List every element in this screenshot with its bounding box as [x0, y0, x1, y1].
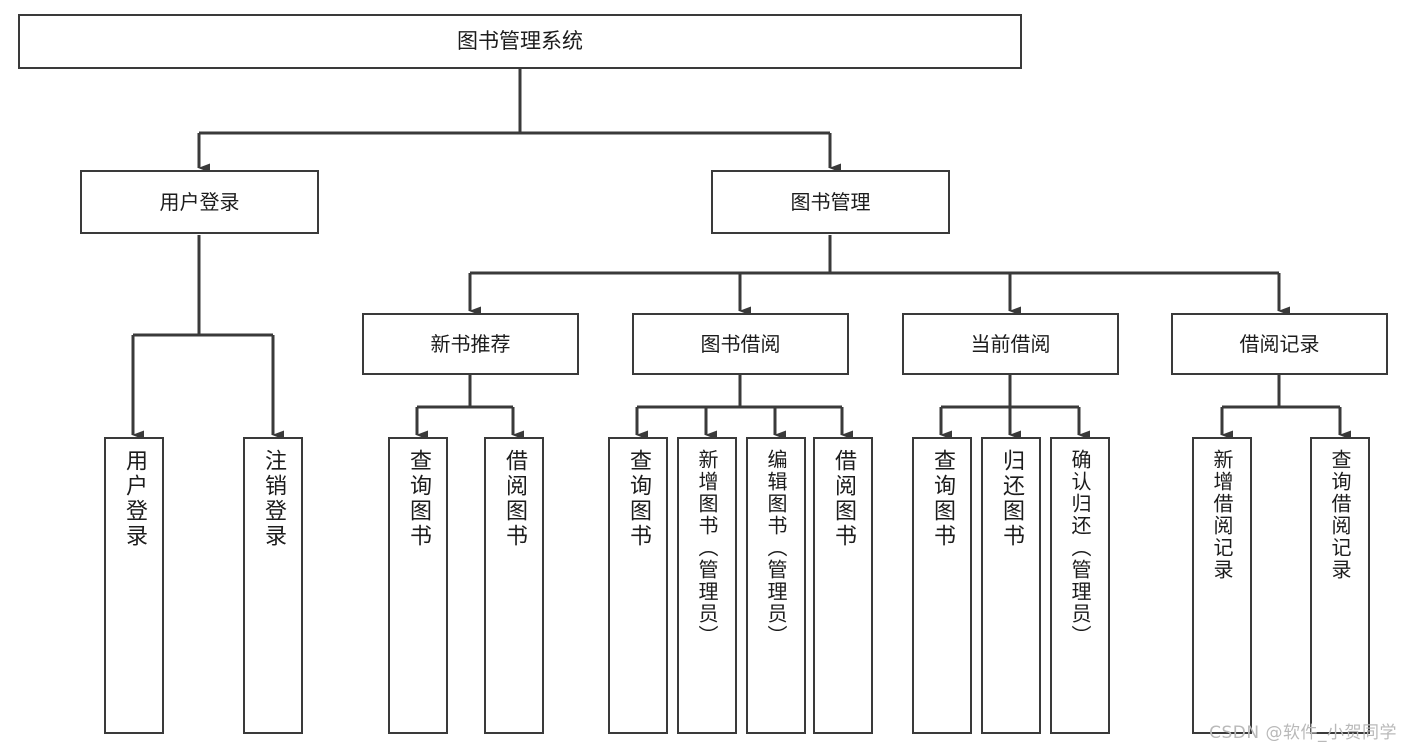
- leaf-query-record[interactable]: 查询借阅记录: [1310, 437, 1370, 734]
- leaf-user-login-label: 用户登录: [122, 449, 147, 549]
- leaf-query-book-1[interactable]: 查询图书: [388, 437, 448, 734]
- leaf-query-book-3-label: 查询图书: [930, 449, 955, 549]
- node-root-label: 图书管理系统: [457, 29, 583, 54]
- node-new-book-recommend-label: 新书推荐: [430, 331, 511, 356]
- node-borrow-record-label: 借阅记录: [1239, 331, 1320, 356]
- node-root[interactable]: 图书管理系统: [18, 14, 1022, 69]
- node-book-borrow-label: 图书借阅: [700, 331, 781, 356]
- node-user-login-label: 用户登录: [159, 189, 240, 214]
- leaf-add-record-label: 新增借阅记录: [1210, 449, 1234, 581]
- leaf-borrow-book-2-label: 借阅图书: [831, 449, 856, 549]
- node-user-login[interactable]: 用户登录: [80, 170, 319, 234]
- leaf-return-book[interactable]: 归还图书: [981, 437, 1041, 734]
- leaf-query-book-1-label: 查询图书: [406, 449, 431, 549]
- leaf-add-book[interactable]: 新增图书（管理员）: [677, 437, 737, 734]
- node-borrow-record[interactable]: 借阅记录: [1171, 313, 1388, 375]
- leaf-borrow-book-1[interactable]: 借阅图书: [484, 437, 544, 734]
- leaf-logout-label: 注销登录: [261, 449, 286, 549]
- node-new-book-recommend[interactable]: 新书推荐: [362, 313, 579, 375]
- leaf-query-book-2-label: 查询图书: [626, 449, 651, 549]
- leaf-confirm-return[interactable]: 确认归还（管理员）: [1050, 437, 1110, 734]
- leaf-query-record-label: 查询借阅记录: [1328, 449, 1352, 581]
- leaf-query-book-2[interactable]: 查询图书: [608, 437, 668, 734]
- leaf-add-record[interactable]: 新增借阅记录: [1192, 437, 1252, 734]
- node-book-manage[interactable]: 图书管理: [711, 170, 950, 234]
- leaf-edit-book[interactable]: 编辑图书（管理员）: [746, 437, 806, 734]
- leaf-borrow-book-2[interactable]: 借阅图书: [813, 437, 873, 734]
- node-current-borrow[interactable]: 当前借阅: [902, 313, 1119, 375]
- node-current-borrow-label: 当前借阅: [970, 331, 1051, 356]
- leaf-add-book-label: 新增图书（管理员）: [695, 449, 719, 647]
- leaf-user-login[interactable]: 用户登录: [104, 437, 164, 734]
- leaf-logout[interactable]: 注销登录: [243, 437, 303, 734]
- leaf-return-book-label: 归还图书: [999, 449, 1024, 549]
- leaf-query-book-3[interactable]: 查询图书: [912, 437, 972, 734]
- node-book-manage-label: 图书管理: [790, 189, 871, 214]
- node-book-borrow[interactable]: 图书借阅: [632, 313, 849, 375]
- leaf-borrow-book-1-label: 借阅图书: [502, 449, 527, 549]
- leaf-confirm-return-label: 确认归还（管理员）: [1068, 449, 1092, 647]
- leaf-edit-book-label: 编辑图书（管理员）: [764, 449, 788, 647]
